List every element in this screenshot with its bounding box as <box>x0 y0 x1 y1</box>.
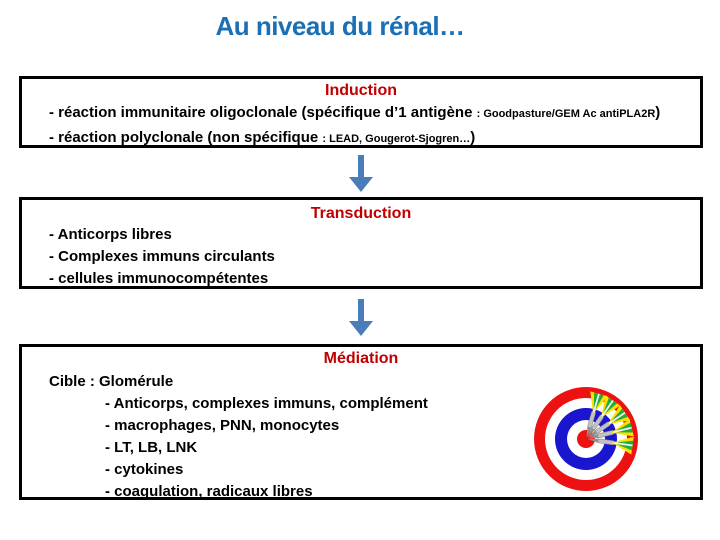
mediation-item: - cytokines <box>105 461 184 478</box>
induction-line-1: - réaction immunitaire oligoclonale (spé… <box>22 101 700 126</box>
induction-line-1-main: - réaction immunitaire oligoclonale (spé… <box>49 104 477 121</box>
transduction-item: - Anticorps libres <box>49 226 172 243</box>
transduction-box: Transduction - Anticorps libres - Comple… <box>19 197 703 289</box>
mediation-heading: Médiation <box>323 350 399 367</box>
mediation-item: - macrophages, PNN, monocytes <box>105 417 340 434</box>
induction-line-2-note: : LEAD, Gougerot-Sjogren… <box>322 133 471 145</box>
induction-line-2-main: - réaction polyclonale (non spécifique <box>49 129 323 146</box>
mediation-target-label: Cible : Glomérule <box>49 373 174 390</box>
dartboard-icon <box>534 387 638 491</box>
transduction-heading: Transduction <box>310 205 412 222</box>
transduction-item: - Complexes immuns circulants <box>49 248 275 265</box>
induction-line-2-close: ) <box>470 129 476 146</box>
induction-line-1-note: : Goodpasture/GEM Ac antiPLA2R <box>476 108 656 120</box>
induction-heading: Induction <box>325 82 397 99</box>
induction-box: Induction - réaction immunitaire oligocl… <box>19 76 703 148</box>
induction-line-2: - réaction polyclonale (non spécifique :… <box>22 126 700 151</box>
mediation-item: - Anticorps, complexes immuns, complémen… <box>105 395 428 412</box>
transduction-item: - cellules immunocompétentes <box>49 270 269 287</box>
mediation-item: - coagulation, radicaux libres <box>105 483 313 500</box>
page-title: Au niveau du rénal… <box>215 11 465 41</box>
induction-line-1-close: ) <box>655 104 661 121</box>
down-arrow-icon <box>349 299 373 336</box>
mediation-item: - LT, LB, LNK <box>105 439 198 456</box>
down-arrow-icon <box>349 155 373 192</box>
